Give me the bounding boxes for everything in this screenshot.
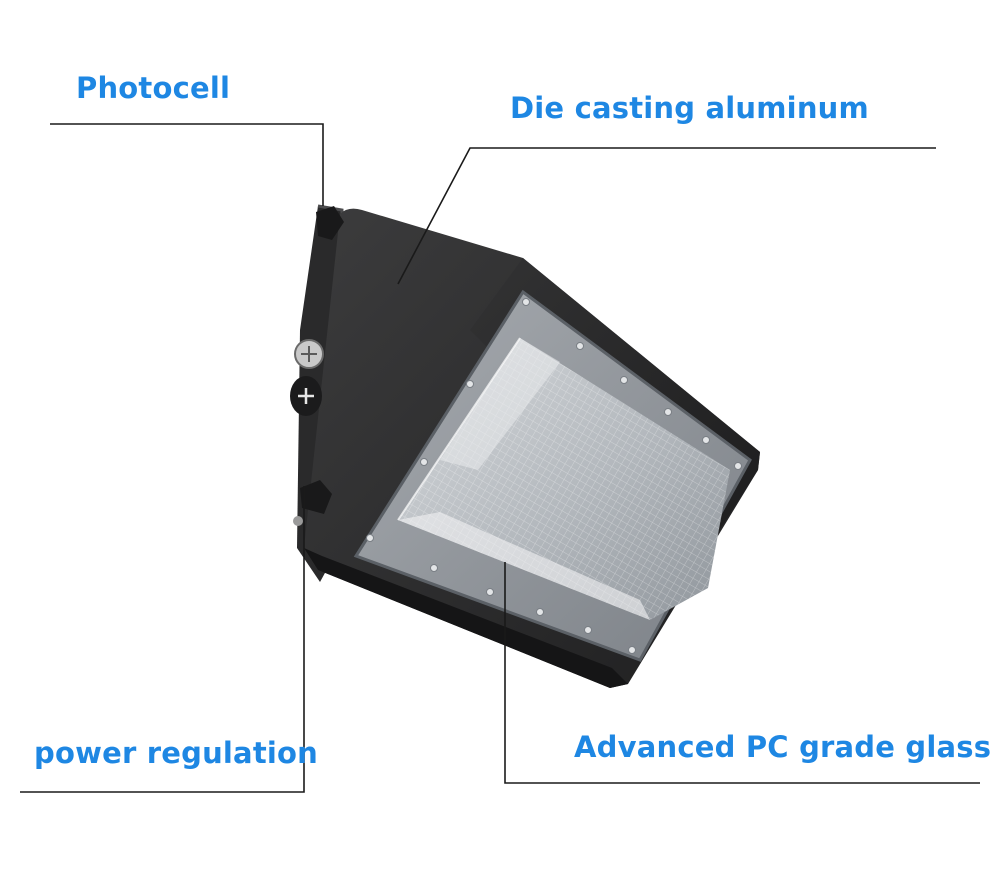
photocell-leader-line [50,123,324,206]
die-casting-leader-line [397,147,936,285]
pc-lens [397,337,730,620]
side-fittings [290,206,344,526]
die-casting-label: Die casting aluminum [510,91,869,125]
pc-glass-label: Advanced PC grade glass [574,730,992,764]
bezel-screws [366,298,742,654]
photocell-label: Photocell [76,71,231,105]
pc-glass-leader-line [504,562,980,784]
leader-lines [20,123,980,793]
power-regulation-label: power regulation [34,736,318,770]
power-regulation-leader-line [20,486,305,793]
